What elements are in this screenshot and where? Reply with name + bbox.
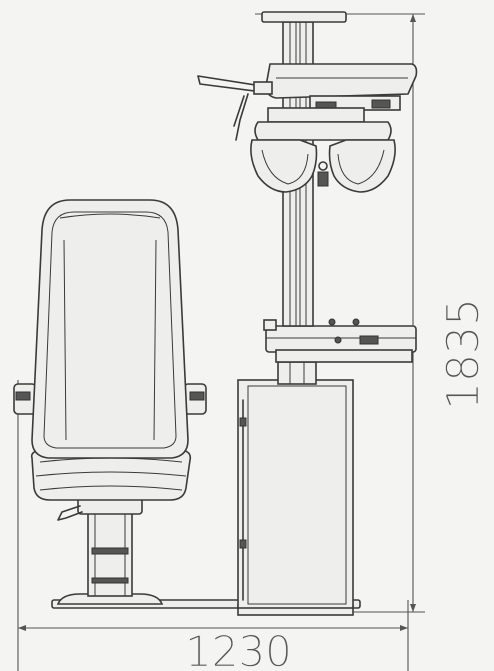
instrument-table	[263, 318, 417, 363]
chair-armrests	[13, 383, 207, 415]
refractor-head	[250, 107, 396, 193]
chair-pedestal	[56, 497, 164, 605]
height-dimension: 1835	[255, 13, 489, 613]
height-dimension-label: 1835	[438, 298, 489, 410]
upper-arm	[197, 63, 418, 141]
chair-backrest	[31, 199, 189, 459]
width-dimension-label: 1230	[185, 627, 292, 671]
instrument-cabinet	[237, 361, 354, 609]
width-dimension: 1230	[17, 380, 409, 671]
